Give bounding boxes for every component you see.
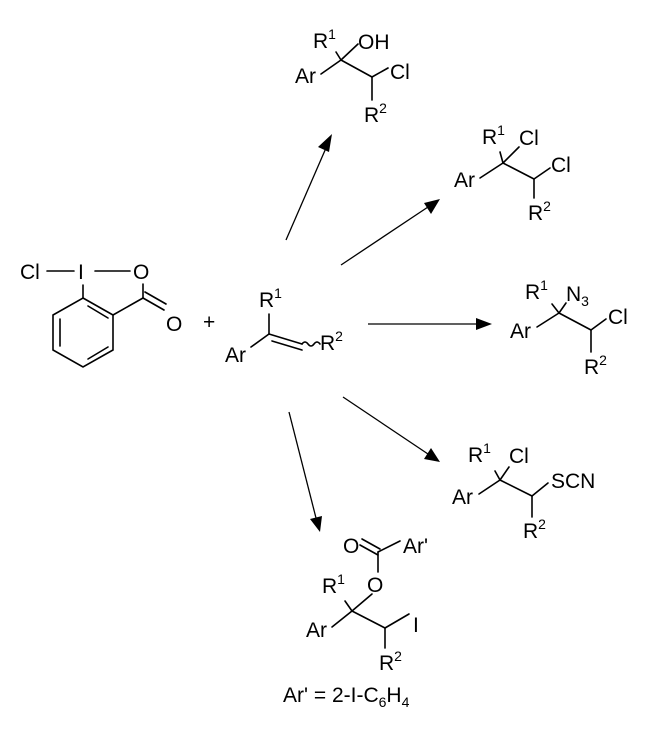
iodoester-carbonyl-oxygen-label: O <box>343 535 359 558</box>
reagent-ring-oxygen-label: O <box>133 261 149 284</box>
iodoester-aryl-definition: Ar' = 2-I-C6H4 <box>283 684 410 710</box>
dichloride-r2-label: R2 <box>528 198 551 225</box>
arrow-to-chlorothiocyanate <box>342 396 440 462</box>
reagent-carbonyl-oxygen-label: O <box>166 313 182 336</box>
arrow-to-azidochloride <box>368 318 492 330</box>
iodoester-r1-label: R1 <box>322 571 345 598</box>
azidochloride-r2-label: R2 <box>584 352 607 379</box>
chlorothiocyanate-cl-label: Cl <box>509 445 529 468</box>
dichloride-cl1-label: Cl <box>519 127 539 150</box>
alkene-ar-label: Ar <box>225 344 246 367</box>
hypervalent-iodine-reagent: Cl I O O <box>20 261 182 368</box>
arrow-to-dichloride <box>340 199 440 266</box>
dichloride-cl2-label: Cl <box>551 154 571 177</box>
iodoester-ar-prime-label: Ar' <box>403 535 428 558</box>
azidochloride-n3-label: N3 <box>566 283 589 309</box>
reaction-arrows <box>285 134 492 532</box>
arrow-to-chlorohydrin <box>285 134 332 241</box>
iodoester-iodo-label: I <box>413 614 419 637</box>
dichloride-ar-label: Ar <box>454 169 475 192</box>
azidochloride-r1-label: R1 <box>525 277 548 304</box>
reagent-cl-label: Cl <box>20 261 40 284</box>
plus-sign: + <box>203 311 215 334</box>
product-chlorothiocyanate: R1 Cl SCN Ar R2 <box>452 440 595 543</box>
iodoester-ar-label: Ar <box>306 619 327 642</box>
product-dichloride: R1 Cl Cl Ar R2 <box>454 122 571 225</box>
dichloride-r1-label: R1 <box>482 122 505 149</box>
reagent-iodine-label: I <box>78 261 84 284</box>
alkene-substrate: R1 Ar R2 <box>225 285 343 367</box>
product-chlorohydrin: R1 OH Ar Cl R2 <box>295 26 410 127</box>
iodoester-r2-label: R2 <box>379 648 402 675</box>
chlorothiocyanate-r1-label: R1 <box>468 440 491 467</box>
chlorohydrin-ar-label: Ar <box>295 65 316 88</box>
azidochloride-ar-label: Ar <box>510 320 531 343</box>
chlorohydrin-oh-label: OH <box>358 31 390 54</box>
chlorothiocyanate-scn-label: SCN <box>551 470 595 493</box>
chlorothiocyanate-r2-label: R2 <box>523 516 546 543</box>
chlorohydrin-r1-label: R1 <box>313 26 336 53</box>
azidochloride-cl-label: Cl <box>608 306 628 329</box>
alkene-r1-label: R1 <box>259 285 282 312</box>
chlorohydrin-r2-label: R2 <box>364 100 387 127</box>
alkene-r2-label: R2 <box>320 328 343 355</box>
product-iodoester: O Ar' O R1 Ar I R2 Ar' = 2-I-C6H4 <box>283 535 428 710</box>
iodoester-ester-oxygen-label: O <box>367 574 383 597</box>
chlorothiocyanate-ar-label: Ar <box>452 486 473 509</box>
product-azidochloride: R1 N3 Ar Cl R2 <box>510 277 628 379</box>
arrow-to-iodoester <box>288 411 322 532</box>
chlorohydrin-cl-label: Cl <box>390 61 410 84</box>
